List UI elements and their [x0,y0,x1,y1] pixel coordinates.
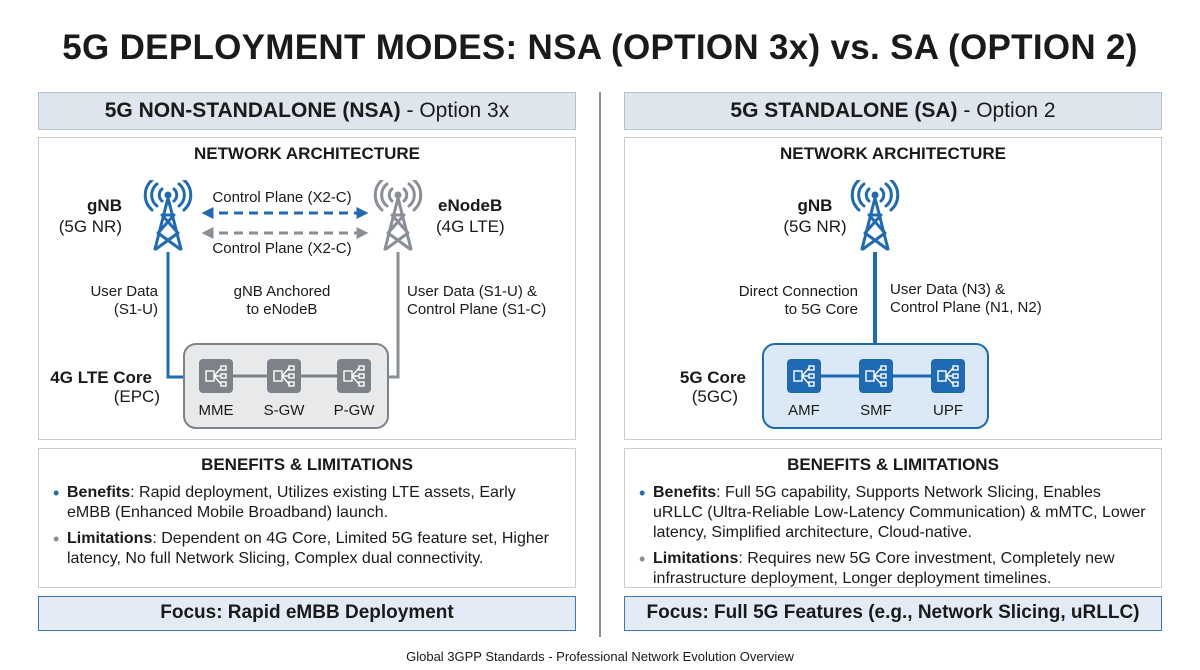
epc-sublabel: (EPC) [113,387,160,406]
ud-right-label-1: User Data (S1-U) & [407,283,538,300]
sa-header-title: 5G STANDALONE (SA) [730,99,958,122]
nsa-header-title: 5G NON-STANDALONE (NSA) [104,99,401,122]
cp-bottom-label: Control Plane (X2-C) [212,240,352,257]
cp-top-label: Control Plane (X2-C) [212,189,352,206]
mme-label: MME [198,402,234,419]
sgw-label: S-GW [263,402,305,419]
direct-label-1: Direct Connection [738,283,858,300]
sa-gnb-label: gNB [797,196,833,215]
s1-link [388,252,400,379]
center-divider [599,92,601,637]
gnb-tower-icon [143,180,193,251]
footer: Global 3GPP Standards - Professional Net… [406,649,794,664]
sa-focus: Focus: Full 5G Features (e.g., Network S… [624,596,1162,631]
sa-benefits: Benefits: Full 5G capability, Supports N… [639,483,1147,543]
gnb-label: gNB [87,196,122,215]
sa-benefits-panel: BENEFITS & LIMITATIONS Benefits: Full 5G… [624,448,1162,588]
enodeb-sublabel: (4G LTE) [436,217,505,236]
nsa-focus: Focus: Rapid eMBB Deployment [38,596,576,631]
nsa-benefits: Benefits: Rapid deployment, Utilizes exi… [53,483,561,523]
epc-label: 4G LTE Core [50,368,152,387]
pgw-label: P-GW [333,402,375,419]
anchor-label-1: gNB Anchored [233,283,331,300]
sa-limitations: Limitations: Requires new 5G Core invest… [639,549,1147,589]
ud-right-label-2: Control Plane (S1-C) [407,301,547,318]
mme-icon [199,359,233,393]
sgw-icon [267,359,301,393]
sa-gnb-sublabel: (5G NR) [783,217,847,236]
upf-label: UPF [933,402,963,419]
sa-gnb-tower-icon [850,180,900,251]
nsa-limitations: Limitations: Dependent on 4G Core, Limit… [53,529,561,569]
sa-header-option: - Option 2 [957,99,1056,122]
upf-icon [931,359,965,393]
ud-left-label-1: User Data [90,283,158,300]
direct-label-2: to 5G Core [784,301,858,318]
amf-label: AMF [788,402,820,419]
nsa-benefits-panel: BENEFITS & LIMITATIONS Benefits: Rapid d… [38,448,576,588]
sa-ben-title: BENEFITS & LIMITATIONS [787,455,999,474]
nsa-header-option: - Option 3x [400,99,510,122]
smf-label: SMF [860,402,892,419]
pgw-icon [337,359,371,393]
gnb-sublabel: (5G NR) [58,217,122,236]
enodeb-label: eNodeB [438,196,503,215]
anchor-label-2: to eNodeB [246,301,318,318]
5gc-sublabel: (5GC) [691,387,738,406]
enodeb-tower-icon [373,180,423,251]
s1u-link [166,252,184,379]
amf-icon [787,359,821,393]
nsa-ben-title: BENEFITS & LIMITATIONS [201,455,413,474]
sa-header: 5G STANDALONE (SA) - Option 2 [624,92,1162,130]
sa-ud-label-2: Control Plane (N1, N2) [890,299,1042,316]
nsa-header: 5G NON-STANDALONE (NSA) - Option 3x [38,92,576,130]
ud-left-label-2: (S1-U) [113,301,158,318]
sa-arch-title: NETWORK ARCHITECTURE [779,144,1007,163]
sa-ud-label-1: User Data (N3) & [890,281,1006,298]
smf-icon [859,359,893,393]
page-title: 5G DEPLOYMENT MODES: NSA (OPTION 3x) vs.… [62,28,1138,67]
5gc-label: 5G Core [679,368,746,387]
nsa-arch-title: NETWORK ARCHITECTURE [193,144,421,163]
